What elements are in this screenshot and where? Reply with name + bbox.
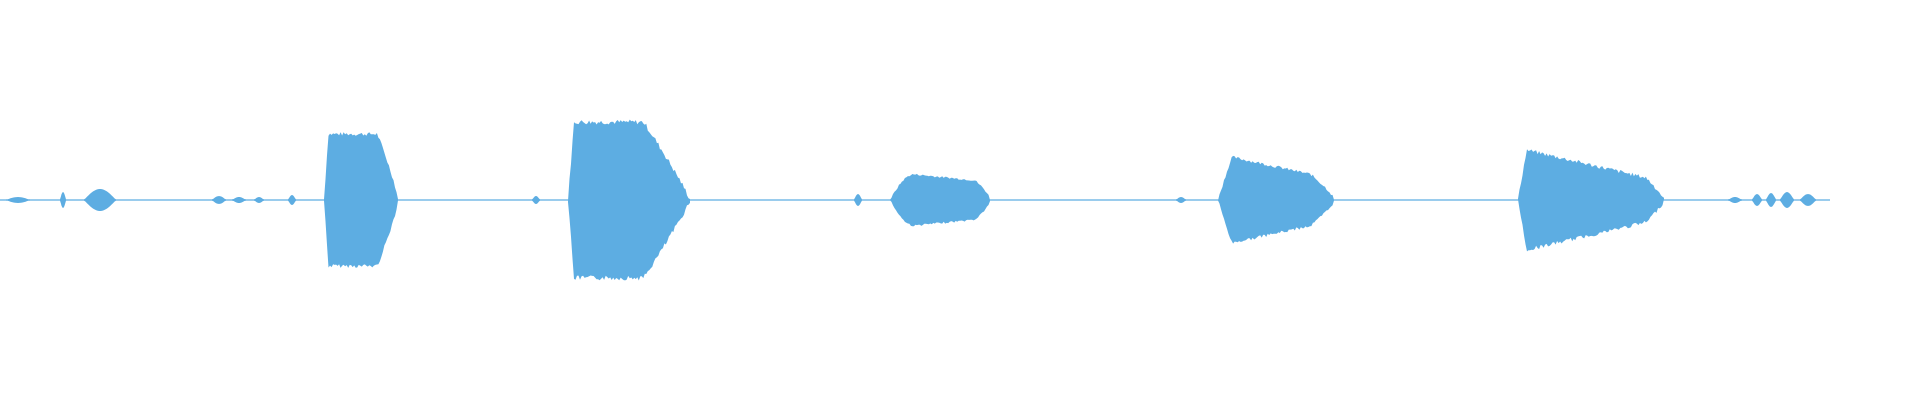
waveform-burst-5: [1518, 149, 1664, 252]
waveform-blip-13: [1766, 193, 1776, 207]
waveform-burst-4: [1218, 155, 1334, 244]
waveform-blip-7: [288, 195, 296, 205]
waveform-blip-4: [212, 196, 226, 204]
waveform-blip-11: [1728, 197, 1742, 203]
waveform-blip-15: [1800, 194, 1816, 206]
waveform-blip-5: [232, 197, 246, 203]
waveform-segments: [6, 119, 1816, 281]
waveform-burst-2: [568, 119, 690, 281]
waveform-blip-3: [84, 189, 116, 211]
waveform-burst-3: [890, 173, 990, 227]
waveform-blip-6: [254, 197, 264, 203]
waveform-blip-9: [854, 194, 862, 206]
waveform-blip-14: [1780, 192, 1794, 208]
waveform-blip-10: [1176, 197, 1186, 203]
waveform-blip-2: [60, 192, 66, 208]
waveform-blip-12: [1752, 194, 1762, 206]
waveform-blip-1: [6, 197, 30, 203]
waveform-burst-1: [324, 132, 398, 268]
waveform-blip-8: [532, 196, 540, 204]
